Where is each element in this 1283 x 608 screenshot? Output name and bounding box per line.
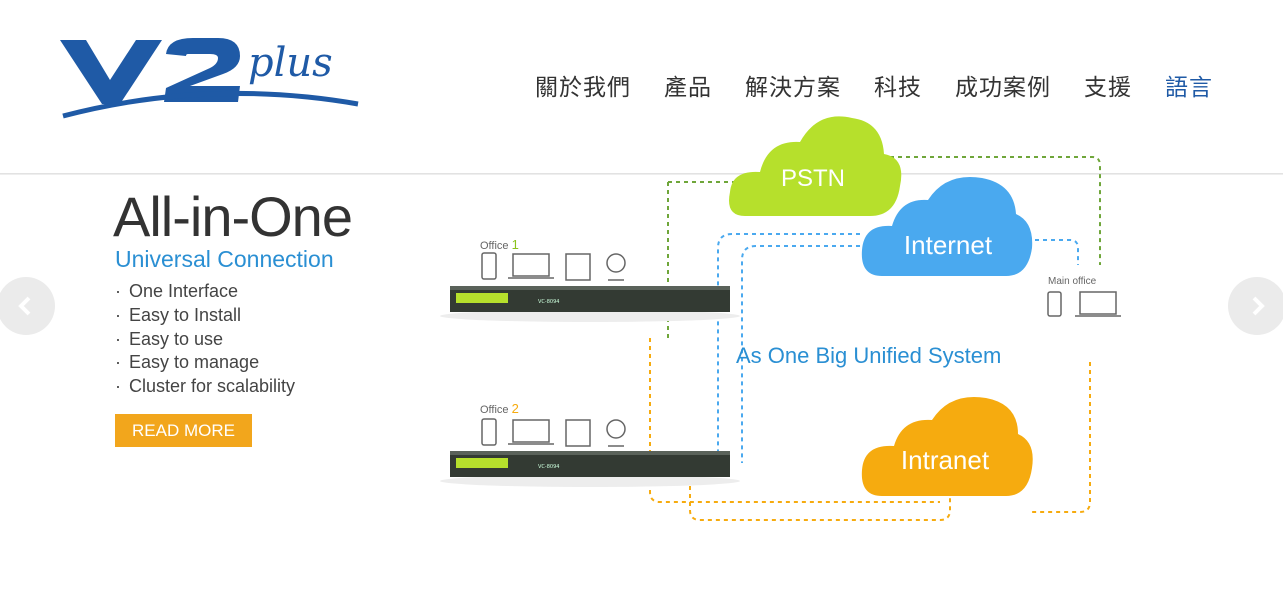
feature-item: Easy to use [115,328,295,352]
svg-text:VC-8094: VC-8094 [538,464,559,470]
nav-about[interactable]: 關於我們 [535,75,631,101]
office1-label: Office 1 [480,237,519,252]
laptop-icon [1079,291,1117,315]
chevron-right-icon [1252,296,1265,316]
nav-language[interactable]: 語言 [1165,75,1213,101]
desk-phone-icon [565,419,591,447]
link-internet-inner [741,245,860,463]
pstn-cloud: PSTN [729,116,902,216]
nav-support[interactable]: 支援 [1084,75,1132,101]
nav-technology[interactable]: 科技 [874,75,922,101]
desk-phone-icon [565,253,591,281]
office2-label: Office 2 [480,401,519,416]
network-diagram: PSTN Internet Intranet Office 1 VC-8094 … [440,116,1121,521]
intranet-cloud: Intranet [861,396,1033,496]
link-intranet-office1 [649,338,940,503]
slider-prev-button[interactable] [0,277,55,335]
link-pstn-main [890,156,1101,265]
vc-device-1: VC-8094 [440,286,740,322]
phone-icon [481,252,497,280]
internet-cloud: Internet [861,176,1033,276]
read-more-button[interactable]: READ MORE [115,414,252,447]
svg-text:plus: plus [248,40,333,86]
svg-text:VC-8094: VC-8094 [538,299,559,305]
internet-label: Internet [904,230,993,260]
chevron-left-icon [18,296,31,316]
laptop-icon [512,419,550,443]
slider-next-button[interactable] [1228,277,1283,335]
nav-success-stories[interactable]: 成功案例 [955,75,1051,101]
intranet-label: Intranet [901,445,990,475]
vc-device-2: VC-8094 [440,451,740,487]
main-office-devices [1047,291,1121,317]
link-intranet-main [1030,362,1091,513]
v2plus-logo[interactable]: plus [58,28,368,123]
main-nav: 關於我們 產品 解決方案 科技 成功案例 支援 語言 [502,68,1213,102]
webcam-icon [606,419,626,439]
link-intranet-office2 [689,470,951,521]
phone-icon [1047,291,1062,317]
phone-icon [481,418,497,446]
hero-subtitle: Universal Connection [115,246,334,272]
main-office-label: Main office [1048,276,1097,287]
site-header: plus 關於我們 產品 解決方案 科技 成功案例 支援 語言 [0,0,1283,176]
webcam-icon [606,253,626,273]
pstn-label: PSTN [781,165,845,192]
header-divider [0,173,1283,175]
hero-title: All-in-One [113,185,353,248]
link-internet-left [717,233,860,458]
office1-devices [481,252,626,281]
feature-item: Easy to Install [115,304,295,328]
nav-solutions[interactable]: 解決方案 [745,75,841,101]
feature-item: Cluster for scalability [115,375,295,399]
feature-item: Easy to manage [115,351,295,375]
feature-item: One Interface [115,280,295,304]
unified-system-text: As One Big Unified System [736,343,1001,368]
office2-devices [481,418,626,447]
nav-products[interactable]: 產品 [664,75,712,101]
link-internet-main [1035,239,1079,265]
feature-list: One Interface Easy to Install Easy to us… [115,280,295,399]
laptop-icon [512,253,550,277]
